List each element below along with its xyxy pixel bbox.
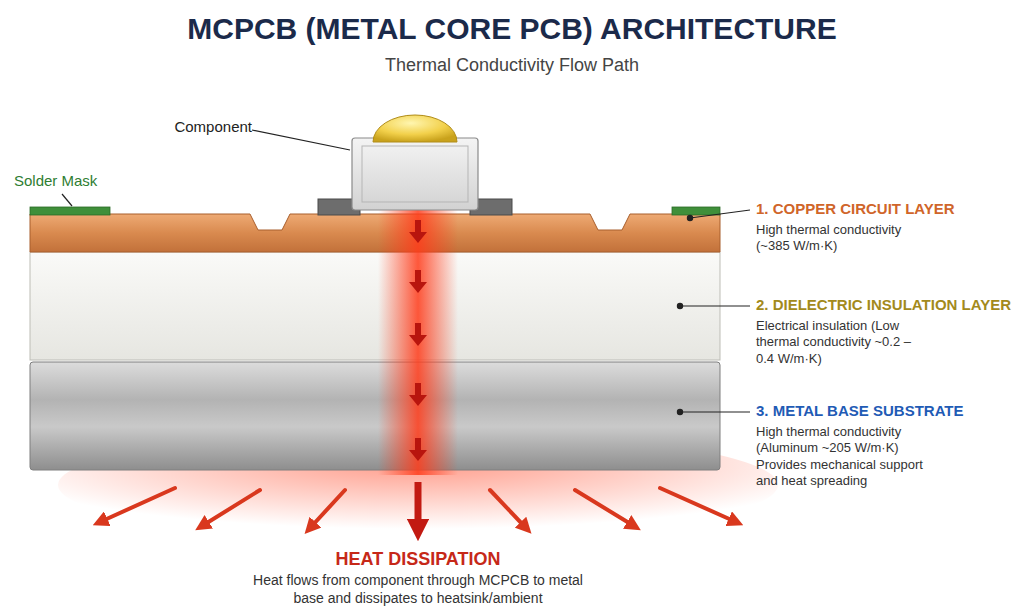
layer-description: High thermal conductivity (Aluminum ~205…	[756, 424, 946, 489]
subtitle: Thermal Conductivity Flow Path	[0, 54, 1024, 77]
part-label: Solder Mask	[14, 172, 124, 191]
section-heading: HEAT DISSIPATION	[218, 548, 618, 571]
layer-description: Electrical insulation (Low thermal condu…	[756, 318, 926, 367]
layer-heading: 3. METAL BASE SUBSTRATE	[756, 402, 1018, 421]
layer-heading: 2. DIELECTRIC INSULATION LAYER	[756, 296, 1018, 315]
diagram-title: MCPCB (METAL CORE PCB) ARCHITECTURE	[0, 10, 1024, 48]
layer-description: High thermal conductivity (~385 W/m·K)	[756, 222, 936, 255]
part-label: Component	[168, 118, 252, 137]
note-text: Heat flows from component through MCPCB …	[238, 572, 598, 607]
layer-heading: 1. COPPER CIRCUIT LAYER	[756, 200, 1018, 219]
